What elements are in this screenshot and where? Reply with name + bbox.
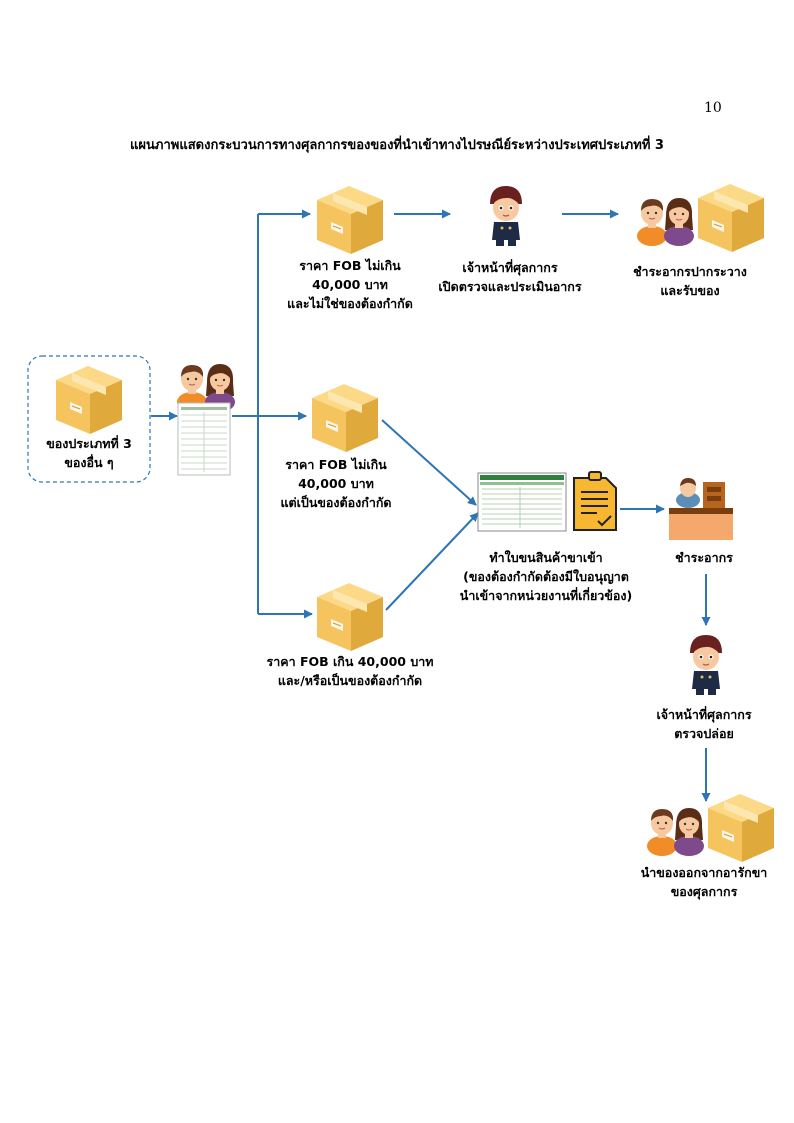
customs-officer-icon (489, 185, 523, 247)
arrow-branch3-to-declaration (385, 512, 479, 611)
officer-release-label: เจ้าหน้าที่ศุลกากร ตรวจปล่อย (656, 707, 752, 741)
officer-inspect-label: เจ้าหน้าที่ศุลกากร เปิดตรวจและประเมินอาก… (438, 260, 582, 294)
import-form-icon (177, 402, 231, 476)
parcel-box-icon (311, 383, 379, 453)
cashier-counter-icon (669, 478, 733, 540)
parcel-box-icon (55, 365, 123, 435)
parcel-box-icon (316, 582, 384, 652)
page-number: 10 (704, 100, 722, 116)
couple-with-box-icon (646, 793, 775, 863)
declaration-label: ทำใบขนสินค้าขาเข้า (ของต้องกำกัดต้องมีใบ… (459, 550, 633, 603)
pay-counter-label: ชำระอากรปากระวาง และรับของ (633, 264, 747, 298)
flow-arrows (151, 209, 711, 802)
pay-duty-label: ชำระอากร (675, 550, 733, 565)
customs-officer-icon (689, 634, 723, 696)
branch2-label: ราคา FOB ไม่เกิน 40,000 บาท แต่เป็นของต้… (280, 457, 392, 510)
start-container (27, 355, 151, 483)
take-out-label: นำของออกจากอารักขา ของศุลกากร (640, 865, 768, 899)
diagram-title: แผนภาพแสดงกระบวนการทางศุลกากรของของที่นำ… (130, 138, 664, 153)
permit-document-icon (573, 471, 617, 531)
branch3-label: ราคา FOB เกิน 40,000 บาท และ/หรือเป็นของ… (266, 654, 434, 688)
start-label: ของประเภทที่ 3 ของอื่น ๆ (46, 436, 132, 470)
couple-with-box-icon (636, 183, 765, 253)
branch1-label: ราคา FOB ไม่เกิน 40,000 บาท และไม่ใช่ของ… (287, 258, 413, 311)
parcel-box-icon (316, 185, 384, 255)
computer-screen-icon (477, 472, 567, 532)
arrow-branch2-to-declaration (381, 419, 477, 506)
